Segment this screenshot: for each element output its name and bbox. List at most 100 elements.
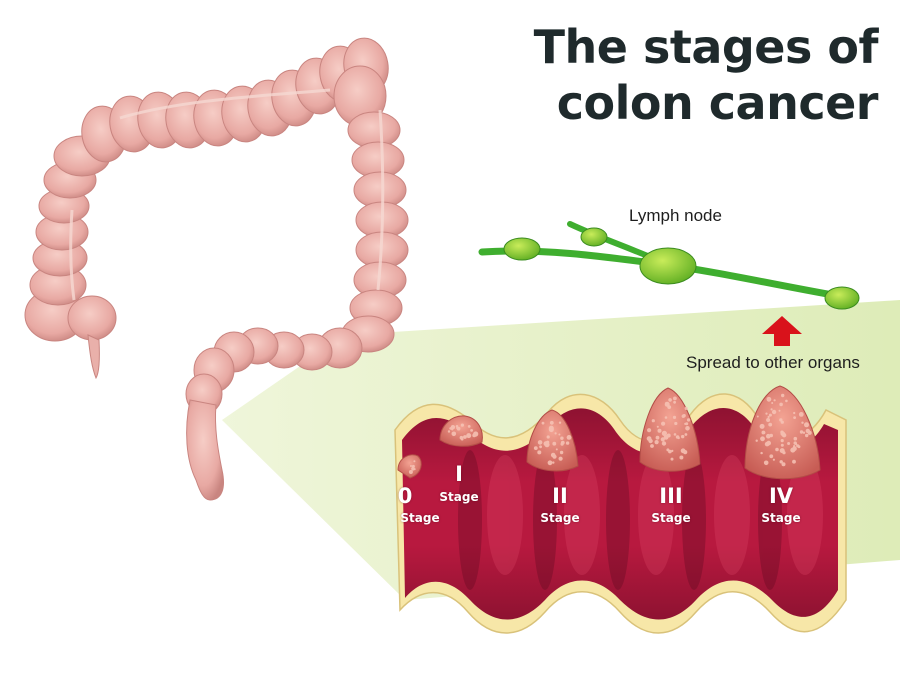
tumor-texture-dot [767, 415, 770, 419]
tumor-texture-dot [566, 435, 572, 440]
tumor-texture-dot [766, 418, 771, 422]
stage-2-word: Stage [540, 511, 580, 525]
tumor-texture-dot [768, 413, 772, 417]
tumor-texture-dot [673, 400, 676, 404]
tumor-texture-dot [772, 458, 776, 461]
tumor-texture-dot [773, 399, 776, 402]
tumor-texture-dot [780, 420, 784, 424]
tumor-texture-dot [790, 447, 796, 453]
tumor-texture-dot [552, 441, 557, 446]
tumor-texture-dot [684, 433, 688, 436]
tumor-texture-dot [680, 448, 686, 454]
tumor-texture-dot [473, 434, 476, 437]
tumor-texture-dot [451, 431, 457, 437]
tumor-texture-dot [408, 470, 413, 474]
tumor-texture-dot [779, 402, 783, 407]
tumor-texture-dot [664, 416, 668, 419]
tumor-texture-dot [656, 425, 659, 428]
tumor-texture-dot [793, 445, 796, 448]
colon-cross-section [394, 393, 847, 634]
stage-4-word: Stage [761, 511, 801, 525]
tumor-texture-dot [761, 430, 766, 435]
tumor-texture-dot [804, 422, 809, 428]
tumor-texture-dot [410, 465, 412, 467]
tumor-texture-dot [537, 450, 542, 455]
tumor-texture-dot [558, 456, 563, 461]
tumor-texture-dot [684, 406, 688, 410]
lymph-node-chain [478, 221, 860, 310]
tumor-texture-dot [781, 433, 787, 438]
tumor-texture-dot [467, 425, 471, 428]
tumor-texture-dot [545, 440, 550, 444]
stage-1-numeral: I [455, 462, 463, 486]
tumor-texture-dot [666, 448, 670, 452]
tumor-texture-dot [768, 422, 773, 427]
tumor-texture-dot [793, 411, 796, 415]
spread-arrow-icon [762, 316, 802, 346]
tumor-texture-dot [766, 396, 772, 402]
tumor-texture-dot [654, 440, 659, 445]
tumor-texture-dot [661, 430, 668, 436]
tumor-texture-dot [650, 444, 654, 448]
tumor-texture-dot [672, 415, 677, 419]
tumor-texture-dot [764, 441, 770, 447]
tumor-texture-dot [781, 462, 786, 467]
tumor-texture-dot [413, 468, 416, 471]
tumor-texture-dot [686, 427, 689, 430]
tumor-texture-dot [565, 441, 570, 445]
tumor-texture-dot [755, 439, 758, 442]
tumor-texture-dot [760, 436, 765, 442]
colon-segment [67, 295, 117, 341]
tumor-stage-1 [439, 415, 483, 447]
tumor-texture-dot [780, 443, 784, 447]
tumor-texture-dot [673, 396, 677, 401]
stage-3-word: Stage [651, 511, 691, 525]
spread-label: Spread to other organs [686, 353, 860, 372]
lymph-node-small-1 [503, 237, 541, 261]
tumor-texture-dot [555, 448, 558, 451]
tumor-texture-dot [554, 432, 557, 435]
tumor-texture-dot [682, 414, 686, 418]
tumor-texture-dot [780, 439, 784, 443]
tumor-texture-dot [798, 412, 804, 417]
tumor-texture-dot [547, 460, 553, 466]
tumor-texture-dot [541, 421, 545, 425]
tumor-texture-dot [661, 421, 666, 426]
tumor-texture-dot [664, 401, 670, 407]
tumor-stage-2 [526, 409, 579, 472]
lymph-node-large [639, 247, 697, 285]
page-title-line-2: colon cancer [556, 76, 879, 130]
tumor-texture-dot [759, 423, 765, 429]
tumor-texture-dot [771, 402, 774, 404]
tumor-texture-dot [793, 416, 796, 419]
tumor-texture-dot [549, 420, 554, 425]
tumor-texture-dot [660, 437, 665, 442]
stage-4-numeral: IV [768, 484, 794, 508]
tumor-texture-dot [559, 450, 564, 455]
tumor-texture-dot [460, 437, 464, 441]
tumor-texture-dot [548, 425, 554, 431]
tumor-texture-dot [537, 440, 543, 445]
tumor-texture-dot [763, 460, 769, 466]
tumor-texture-dot [799, 430, 804, 434]
lymph-node-small-3 [824, 286, 860, 310]
tumor-texture-dot [456, 426, 459, 430]
tumor-texture-dot [792, 459, 796, 464]
tumor-texture-dot [685, 422, 689, 426]
tumor-texture-dot [651, 419, 655, 423]
tumor-texture-dot [686, 418, 691, 422]
tumor-texture-dot [657, 428, 662, 433]
lymph-node-small-2 [580, 227, 608, 247]
tumor-texture-dot [550, 452, 556, 458]
tumor-texture-dot [560, 440, 565, 445]
lymph-node-label: Lymph node [629, 206, 722, 225]
tumor-texture-dot [765, 412, 768, 415]
tumor-texture-dot [552, 461, 555, 464]
tumor-texture-dot [655, 435, 660, 440]
colon-wall-tissue [402, 407, 838, 620]
stage-0-numeral: 0 [397, 484, 413, 508]
tumor-texture-dot [802, 431, 806, 434]
tumor-texture-dot [793, 436, 798, 441]
